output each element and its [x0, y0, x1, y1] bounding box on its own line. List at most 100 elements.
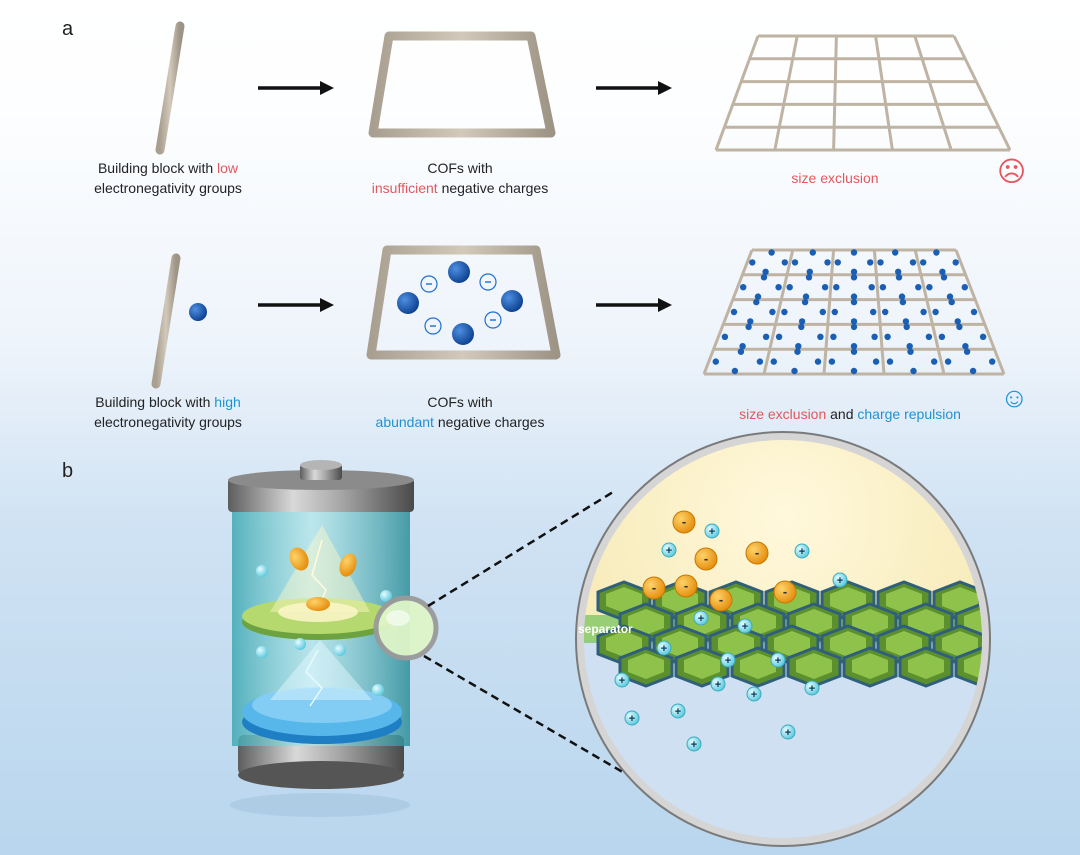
cof-layer-pore [740, 653, 776, 679]
cof-layer-pore [942, 631, 978, 657]
cof-layer-pore [718, 631, 754, 657]
grid-charge-dot [806, 268, 813, 275]
anion-icon [642, 576, 666, 600]
cation-sign: + [742, 621, 748, 633]
grid-charge-dot [781, 259, 788, 266]
grid-charge-dot [961, 284, 968, 291]
grid-charge-dot [781, 308, 788, 316]
grid-charge-dot [962, 343, 969, 350]
cation-sign: + [629, 713, 635, 725]
anion-sign: - [783, 584, 787, 599]
separator-label: separator [578, 622, 633, 636]
grid-charge-dot [877, 259, 884, 266]
anion-icon [773, 580, 797, 604]
grid-charge-dot [903, 323, 910, 331]
grid-charge-dot [786, 284, 793, 291]
charge-ball [501, 290, 523, 312]
zoom-view: -------+++++++++++++++++ [575, 431, 991, 847]
cof-layer-pore [774, 631, 810, 657]
cation-sign: + [785, 727, 791, 739]
caption-cof-insufficient: COFs with insufficient negative charges [371, 160, 549, 196]
grid-charge-dot [721, 333, 729, 340]
grid-charge-dot [902, 318, 910, 325]
negative-charge-icon [484, 311, 502, 329]
cof-layer-pore [908, 609, 944, 635]
cation-icon [704, 523, 720, 539]
cation-sign: + [619, 675, 625, 687]
cof-layer-pore [852, 653, 888, 679]
cation-icon [746, 686, 762, 702]
sad-face-icon: ☹ [997, 156, 1027, 187]
grid-charge-dot [830, 333, 837, 340]
cation-icon [661, 542, 677, 558]
grid-charge-dot [886, 358, 894, 365]
grid-charge-dot [821, 284, 829, 291]
charge-ball [448, 261, 470, 283]
grid-charge-dot [828, 358, 836, 365]
grid-charge-dot [954, 318, 961, 325]
negative-charge-icon [479, 273, 497, 291]
grid-charge-dot [989, 358, 996, 365]
cation-sign: + [799, 546, 805, 558]
grid-charge-dot [850, 274, 858, 281]
cation-sign: + [809, 683, 815, 695]
grid-charge-dot [895, 268, 902, 275]
anion-icon [674, 574, 698, 598]
cation-sign: + [725, 655, 731, 667]
building-block-low [155, 21, 200, 155]
grid-charge-dot [850, 268, 858, 275]
grid-charge-dot [931, 358, 938, 365]
anion-sign: - [755, 545, 759, 560]
grid-charge-dot [730, 308, 738, 316]
grid-charge-dot [731, 367, 739, 375]
cation-sign: + [837, 575, 843, 587]
cation-sign: + [751, 689, 757, 701]
grid-charge-dot [940, 274, 948, 281]
grid-charge-dot [906, 343, 913, 350]
grid-charge-dot [907, 348, 914, 355]
cation-icon [804, 680, 820, 696]
arrow-right [596, 81, 672, 95]
cation-icon [624, 710, 640, 726]
cation-icon [710, 676, 726, 692]
building-block-high [151, 253, 207, 389]
grid-charge-dot [756, 358, 764, 365]
grid-charge-dot [712, 358, 719, 365]
cof-layer-pore [908, 653, 944, 679]
grid-charge-dot [740, 284, 747, 291]
cof-layer-pore [830, 587, 866, 613]
grid-charge-dot [775, 333, 783, 340]
grid-charge-dot [920, 308, 927, 316]
cation-icon [670, 703, 686, 719]
grid-charge-dot [762, 333, 770, 340]
anion-icon [709, 588, 733, 612]
grid-charge-dot [926, 284, 933, 291]
grid-charge-dot [754, 293, 762, 300]
grid-charge-dot [925, 333, 933, 340]
grid-charge-dot [791, 259, 799, 266]
grid-charge-dot [809, 249, 816, 256]
grid-charge-dot [762, 268, 769, 275]
grid-charge-dot [770, 358, 777, 365]
cation-icon [794, 543, 810, 559]
battery-illustration [228, 460, 414, 817]
grid-charge-dot [850, 249, 858, 256]
grid-charge-dot [933, 249, 940, 256]
grid-charge-dot [948, 298, 955, 306]
cof-layer-pore [942, 587, 978, 613]
grid-charge-dots [712, 249, 996, 375]
grid-charge-dot [805, 274, 813, 281]
electronegative-group [189, 303, 207, 321]
cation-icon [720, 652, 736, 668]
cation-icon [693, 610, 709, 626]
cation-icon [780, 724, 796, 740]
grid-charge-dot [969, 367, 977, 375]
anion-sign: - [682, 514, 686, 529]
magnifier-lens [373, 595, 439, 661]
grid-charge-dot [899, 298, 907, 306]
caption-size-exclusion: size exclusion [791, 170, 879, 186]
grid-charge-dot [868, 284, 875, 291]
grid-charge-dot [939, 268, 946, 275]
arrow-right [258, 298, 334, 312]
